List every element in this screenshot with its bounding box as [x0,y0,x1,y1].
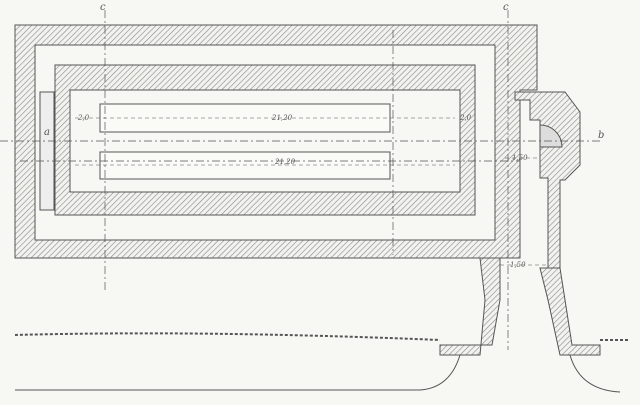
section-mark-c-right: c [503,2,509,13]
section-mark-b: b [598,130,604,141]
dim-tank-top: 21,20 [271,114,293,122]
terrain-curve [15,354,621,393]
section-mark-c-left: c [100,2,106,13]
section-mark-a: a [44,127,50,138]
corridor-wall-right [539,267,601,356]
stair-tower [514,91,581,269]
ground-line [14,332,441,341]
dim-left-gap: 2,0 [77,114,90,122]
left-steps [39,91,55,211]
corridor-wall-left [439,257,501,356]
tank-bottom [99,151,391,180]
dim-tank-bottom: 21,20 [274,158,296,166]
dim-corridor: 1,50 [510,261,526,269]
dim-passage: 1,50 [512,154,528,162]
spiral-stair [539,124,563,148]
outer-wall [14,24,538,259]
dim-right-gap: 2,0 [459,114,472,122]
inner-wall [54,64,476,216]
